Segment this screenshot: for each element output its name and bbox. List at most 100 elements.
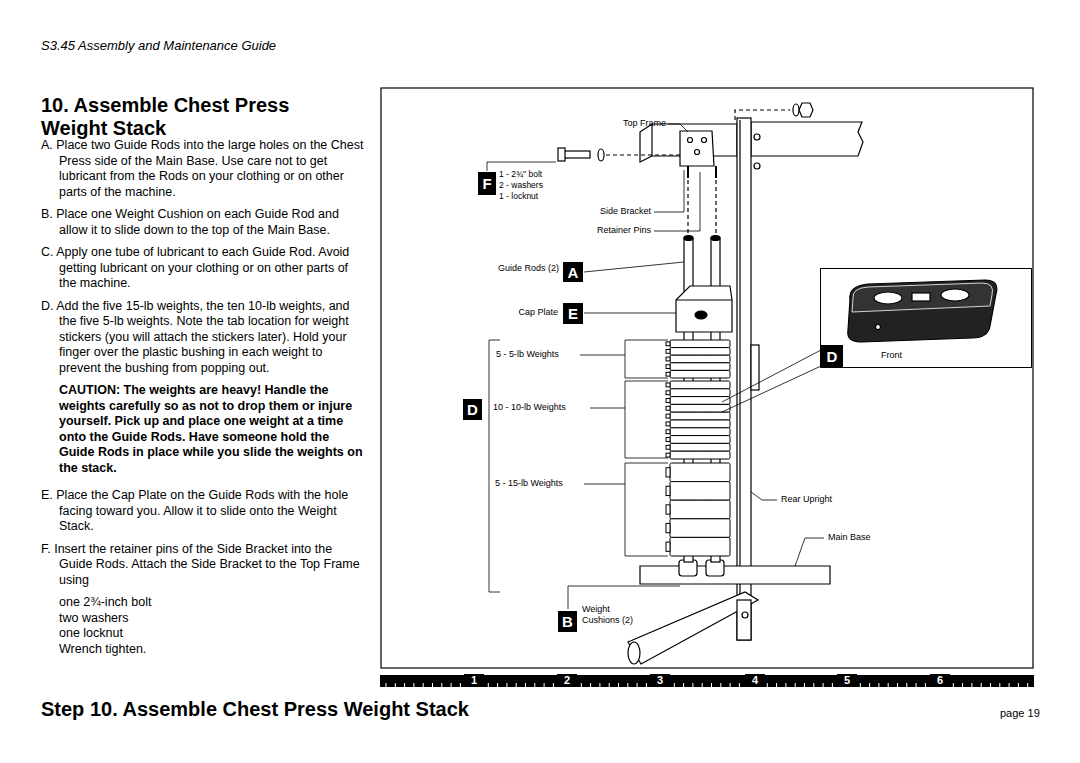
ruler-tick: [488, 683, 489, 687]
ruler-tick: [860, 683, 861, 687]
ruler-tick: [599, 683, 600, 687]
ruler-tick: [553, 683, 554, 687]
ruler-tick: [516, 683, 517, 687]
main-base: [640, 566, 830, 584]
weight-tab: [666, 505, 670, 514]
callout-text: D: [827, 348, 838, 365]
weight-tab: [666, 542, 670, 551]
weight-plate: [670, 436, 730, 444]
ruler-tick: [609, 683, 610, 687]
callout-letter: D: [463, 399, 482, 420]
instruction-text: one 2¾-inch bolt: [41, 595, 367, 611]
ruler-tick: [646, 683, 647, 687]
weight-plate: [670, 428, 730, 436]
ruler-tick: [897, 683, 898, 687]
weight-plate: [670, 340, 730, 348]
instruction-text: two washers: [41, 611, 367, 627]
part-label: page 19: [1000, 707, 1040, 720]
weight-tab: [666, 365, 670, 369]
ruler-tick: [999, 683, 1000, 687]
ruler-number: 5: [837, 674, 857, 687]
callout-text: F: [482, 175, 491, 192]
ruler-tick: [832, 683, 833, 687]
weight-tab: [666, 523, 670, 532]
instruction-text: D. Add the five 15-lb weights, the ten 1…: [41, 299, 367, 377]
weight-tab: [666, 414, 670, 418]
ruler-tick: [971, 683, 972, 687]
illustration-frame: [381, 88, 1033, 668]
weight-plate: [670, 370, 730, 378]
ruler-tick: [386, 683, 387, 687]
ruler-tick: [1018, 683, 1019, 687]
ruler-tick: [702, 683, 703, 687]
instruction-text: C. Apply one tube of lubricant to each G…: [41, 245, 367, 292]
instruction-text: A. Place two Guide Rods into the large h…: [41, 138, 367, 200]
weight-tab: [666, 468, 670, 477]
part-label: 2 - washers: [499, 180, 543, 190]
weight-plate: [670, 348, 730, 356]
ruler-tick: [916, 683, 917, 687]
ruler-tick: [441, 683, 442, 687]
callout-letter: A: [563, 262, 583, 282]
cap-plate: [676, 286, 732, 332]
weight-plate: [670, 519, 730, 538]
ruler-tick: [395, 683, 396, 687]
ruler-tick: [683, 683, 684, 687]
locknut: [799, 103, 813, 117]
ruler-number: 2: [557, 674, 577, 687]
ruler-tick: [795, 683, 796, 687]
weight-plate: [670, 397, 730, 405]
weight-plate: [670, 381, 730, 389]
ruler-tick: [692, 683, 693, 687]
instruction-column: A. Place two Guide Rods into the large h…: [41, 138, 367, 657]
callout-text: E: [568, 305, 578, 322]
weight-tab: [666, 438, 670, 442]
callout-text: B: [562, 613, 573, 630]
ruler-tick: [711, 683, 712, 687]
weight-plate: [670, 537, 730, 556]
inset-box: FrontD: [820, 268, 1032, 368]
part-label: Rear Upright: [781, 494, 832, 505]
part-label: 10 - 10-lb Weights: [493, 402, 566, 413]
part-label: 1 - 2¾" bolt: [499, 169, 542, 179]
ruler-tick: [637, 683, 638, 687]
ruler-tick: [1009, 683, 1010, 687]
ruler-tick: [776, 683, 777, 687]
ruler-tick: [720, 683, 721, 687]
weight-plate: [670, 389, 730, 397]
weight-plate: [670, 482, 730, 501]
part-label: Step 10. Assemble Chest Press Weight Sta…: [41, 697, 469, 721]
callout-text: A: [568, 264, 579, 281]
ruler-tick: [813, 683, 814, 687]
instruction-text: CAUTION: The weights are heavy! Handle t…: [41, 383, 367, 476]
ruler-tick: [581, 683, 582, 687]
ruler-tick: [618, 683, 619, 687]
rear-upright: [737, 118, 751, 640]
ruler-number: 4: [745, 674, 765, 687]
ruler-tick: [525, 683, 526, 687]
ruler-tick: [878, 683, 879, 687]
instruction-text: E. Place the Cap Plate on the Guide Rods…: [41, 488, 367, 535]
part-label: Side Bracket: [600, 206, 651, 217]
ruler-tick: [423, 683, 424, 687]
ruler-tick: [739, 683, 740, 687]
part-label: Weight Cushions (2): [582, 604, 646, 626]
weight-plate: [670, 500, 730, 519]
ruler-tick: [544, 683, 545, 687]
ruler-tick: [869, 683, 870, 687]
ruler-tick: [804, 683, 805, 687]
ruler-tick: [906, 683, 907, 687]
ruler-number: 1: [464, 674, 484, 687]
instruction-text: one locknut: [41, 626, 367, 642]
ruler-tick: [413, 683, 414, 687]
ruler-tick: [823, 683, 824, 687]
part-label: Guide Rods (2): [498, 263, 559, 274]
weight-tab: [666, 453, 670, 457]
ruler-number: 3: [650, 674, 670, 687]
part-label: Cap Plate: [518, 307, 558, 318]
ruler-number: 6: [930, 674, 950, 687]
weight-tab: [666, 422, 670, 426]
inset-weight-plate: [848, 280, 997, 342]
ruler-tick: [953, 683, 954, 687]
weight-tab: [666, 430, 670, 434]
